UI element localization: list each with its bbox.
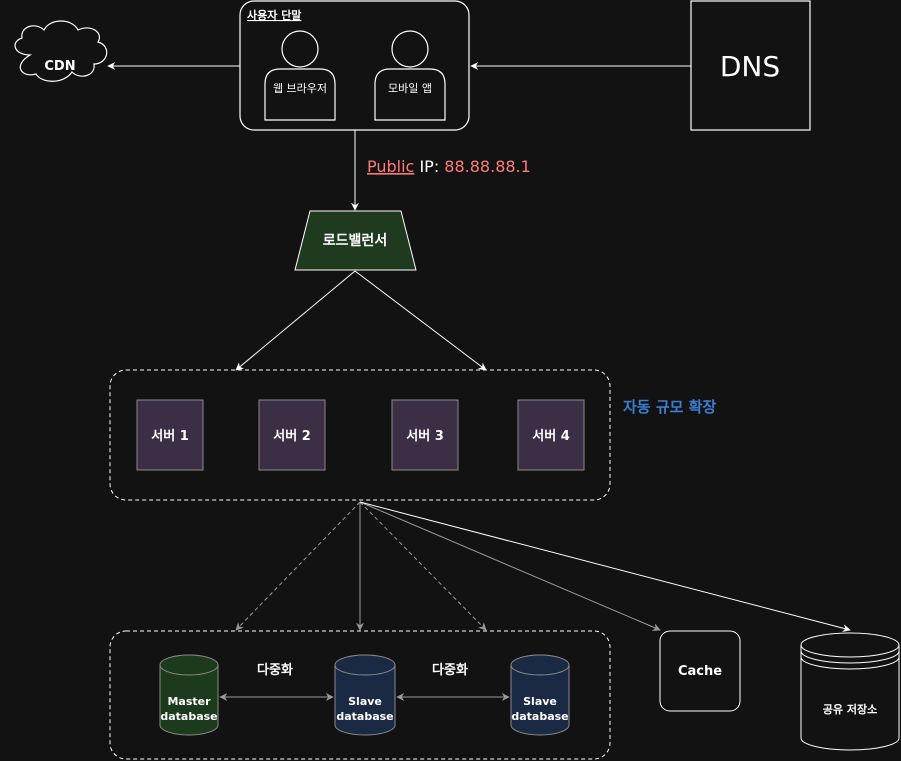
mobile-app-label: 모바일 앱 [388,81,432,95]
server-label: 서버 3 [406,428,444,444]
master-db-label-1: Master [167,695,211,708]
server-box [258,399,326,471]
mobile-app-user: 모바일 앱 [374,30,446,121]
servers-to-db-left-arrow [235,501,361,631]
master-database: Master database [159,654,219,736]
servers-to-cache-arrow [359,501,661,631]
shared-storage-label: 공유 저장소 [823,702,877,716]
cloud-icon [14,20,108,82]
storage-ring-2 [800,656,900,670]
server-2: 서버 2 [258,399,326,471]
ip-address: 88.88.88.1 [444,157,531,176]
cache-label: Cache [678,664,722,679]
user-body-icon [374,68,446,121]
database-top [159,654,219,676]
dns-label: DNS [720,50,780,83]
user-head-icon [391,30,429,68]
server-box [136,399,204,471]
dns-node: DNS [690,0,811,131]
user-devices-group: 사용자 단말 웹 브라우저 모바일 앱 [239,0,470,131]
server-box [517,399,585,471]
cache-box [659,630,741,712]
user-devices-title: 사용자 단말 [247,8,301,22]
load-balancer-shape [294,210,417,271]
database-top [334,654,396,676]
server-4: 서버 4 [517,399,585,471]
servers-to-db-right-arrow [359,501,487,631]
web-browser-user: 웹 브라우저 [264,30,336,121]
server-group: 자동 규모 확장 서버 1 서버 2 서버 3 서버 4 [109,369,716,501]
slave-database-2: Slave database [510,654,570,736]
replication-label-2: 다중화 [432,662,468,678]
cdn-node: CDN [14,20,108,82]
load-balancer-label: 로드밸런서 [323,232,387,249]
database-icon [510,665,570,736]
load-balancer-node: 로드밸런서 [294,210,417,271]
lb-to-servers-right-arrow [354,270,487,371]
server-label: 서버 1 [151,428,189,444]
auto-scaling-label: 자동 규모 확장 [623,398,716,416]
web-browser-label: 웹 브라우저 [273,82,327,95]
shared-storage-node: 공유 저장소 [800,632,900,751]
slave-db-label-2: database [511,710,568,723]
server-label: 서버 4 [532,428,570,444]
user-body-icon [264,68,336,121]
replication-label-1: 다중화 [257,662,293,678]
server-group-box [109,369,611,501]
user-head-icon [281,30,319,68]
database-icon [159,665,219,736]
server-1: 서버 1 [136,399,204,471]
public-ip-label: Public IP: 88.88.88.1 [367,157,531,176]
slave-db-label-2: database [336,710,393,723]
public-text: Public [367,157,414,176]
server-box [391,399,459,471]
database-top [510,654,570,676]
storage-icon [800,645,900,751]
database-group: Master database Slave database Slave dat… [109,630,611,760]
cdn-label: CDN [44,59,75,74]
database-icon [334,665,396,736]
storage-ring-1 [800,650,900,664]
slave-db-label-1: Slave [523,695,557,708]
lb-to-servers-left-arrow [235,270,356,371]
master-db-label-2: database [160,710,217,723]
server-label: 서버 2 [273,428,311,444]
slave-database-1: Slave database [334,654,396,736]
cache-node: Cache [659,630,741,712]
server-3: 서버 3 [391,399,459,471]
storage-top [800,632,900,658]
servers-to-storage-arrow [359,501,851,633]
dns-box [690,0,811,131]
slave-db-label-1: Slave [348,695,382,708]
ip-text: IP: [414,157,444,176]
database-group-box [109,630,611,760]
